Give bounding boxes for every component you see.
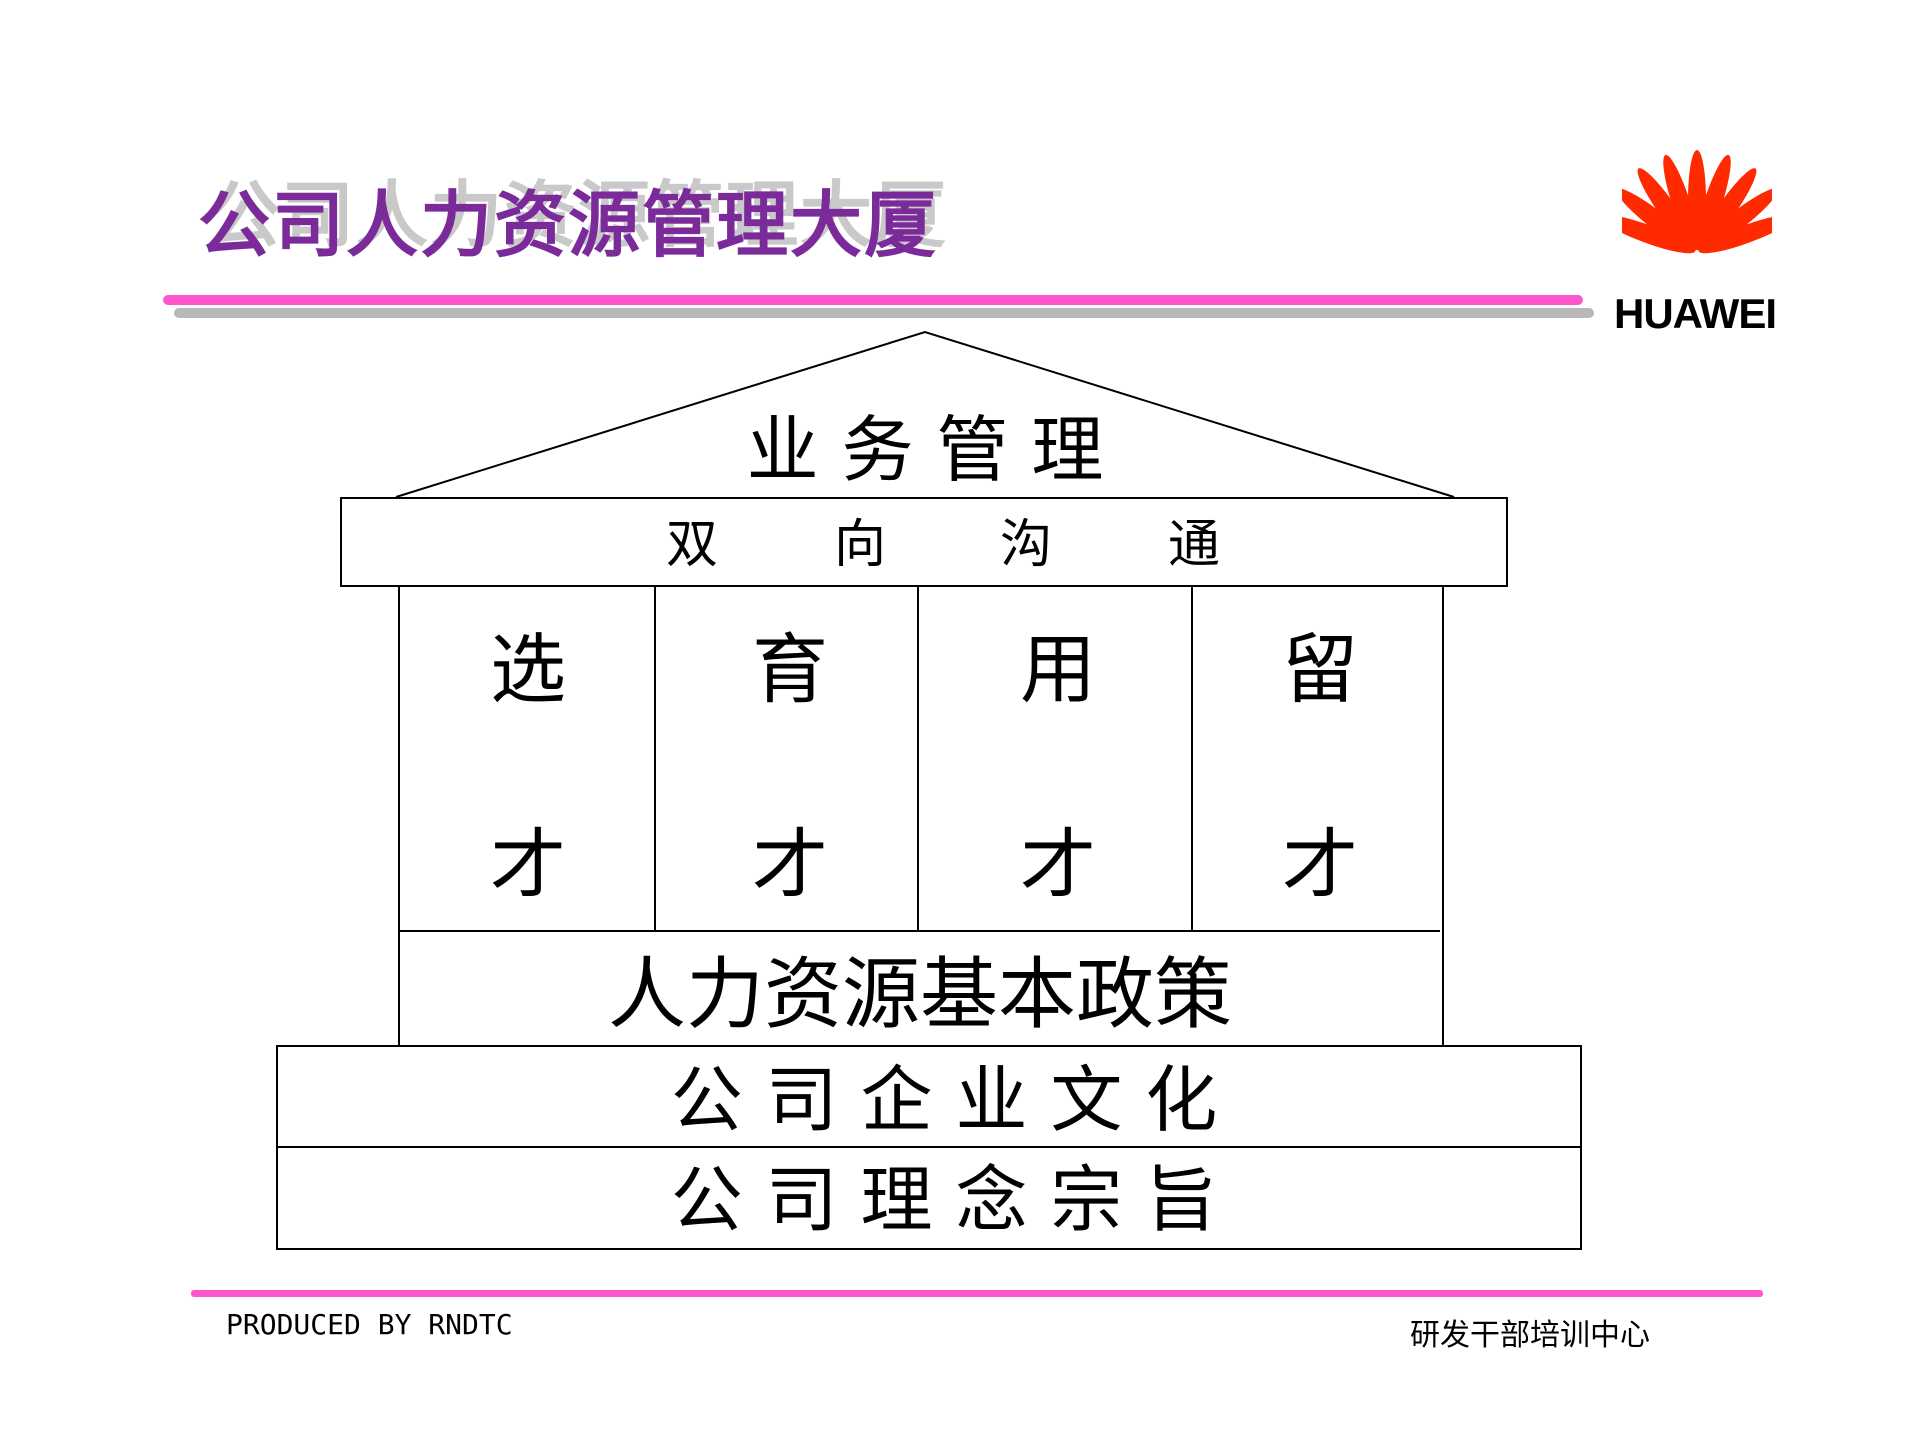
principles-label: 公 司 理 念 宗 旨: [670, 1158, 1218, 1242]
footer-producer: PRODUCED BY RNDTC: [226, 1308, 513, 1341]
beam-char-3: 沟: [1000, 515, 1053, 575]
foundation: [276, 1045, 1582, 1250]
huawei-logo-text: HUAWEI: [1614, 290, 1777, 337]
policy-label: 人力资源基本政策: [607, 950, 1232, 1040]
pillar-bottom-char: 才: [1020, 820, 1096, 909]
huawei-logo: HUAWEI: [1600, 140, 1790, 340]
pillar-top-char: 用: [1020, 625, 1096, 714]
pillar-bottom-char: 才: [752, 820, 828, 909]
pillar-bottom-char: 才: [490, 820, 566, 909]
pillar-divider: [917, 585, 919, 932]
culture-label: 公 司 企 业 文 化: [670, 1058, 1218, 1142]
footer-department: 研发干部培训中心: [1410, 1318, 1650, 1353]
footer-rule: [191, 1290, 1763, 1297]
pillar-top-char: 留: [1282, 625, 1358, 714]
pillar-divider: [1191, 585, 1193, 932]
title-underline: [163, 295, 1583, 305]
page-title-shadow: 公司人力资源管理大厦: [208, 172, 949, 257]
foundation-divider: [278, 1146, 1580, 1148]
pillar-top-char: 育: [752, 625, 828, 714]
beam-communication: [340, 497, 1508, 587]
pillar-top-char: 选: [490, 625, 566, 714]
policy-divider: [400, 930, 1440, 932]
beam-char-2: 向: [834, 515, 887, 575]
roof-label: 业 务 管 理: [746, 408, 1104, 492]
pillar-divider: [654, 585, 656, 932]
huawei-petals-icon: [1622, 150, 1772, 254]
beam-char-4: 通: [1168, 515, 1221, 575]
pillar-bottom-char: 才: [1282, 820, 1358, 909]
page-title: 公司人力资源管理大厦 公司人力资源管理大厦: [198, 172, 998, 285]
page-title-text: 公司人力资源管理大厦: [198, 182, 939, 267]
title-underline-shadow: [174, 308, 1594, 318]
beam-char-1: 双: [666, 515, 719, 575]
